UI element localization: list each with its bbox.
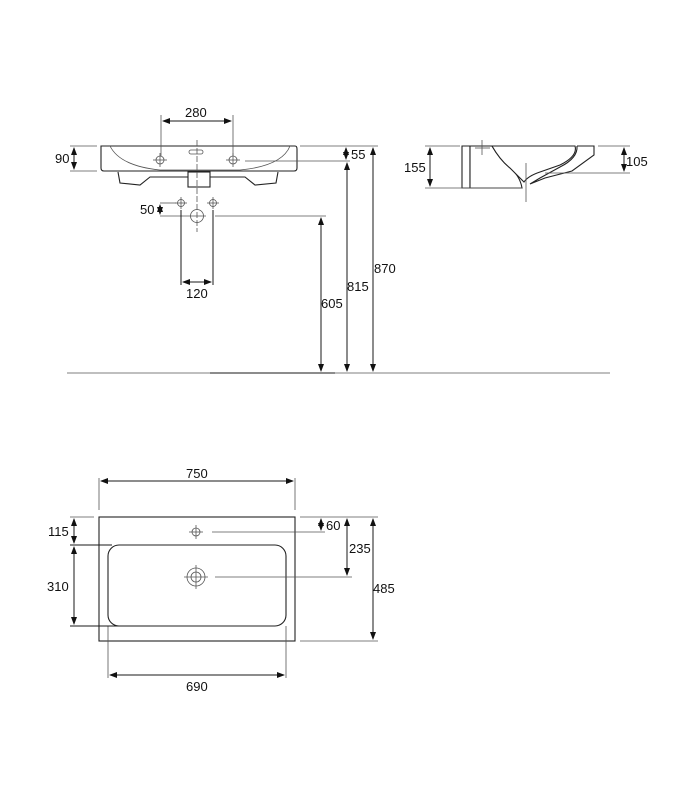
dim-rim-height: 90 (55, 151, 70, 166)
dim-overall-width: 750 (186, 466, 208, 481)
dim-tap-spacing: 280 (185, 105, 207, 120)
dim-side-bowl: 105 (626, 154, 648, 169)
waste-outlet-icon (188, 209, 206, 223)
side-view (425, 140, 630, 202)
dim-waste-height: 605 (321, 296, 343, 311)
dim-bowl-width: 690 (186, 679, 208, 694)
dim-wall-offset: 50 (140, 202, 155, 217)
dim-tap-offset: 55 (351, 147, 366, 162)
dim-bowl-depth: 310 (47, 579, 69, 594)
wall-connection-left-icon (175, 197, 187, 209)
dim-wall-spacing: 120 (186, 286, 208, 301)
dim-side-total: 155 (404, 160, 426, 175)
dim-waste-from-back: 235 (349, 541, 371, 556)
waste-top-icon (184, 565, 208, 589)
dim-total-height: 870 (374, 261, 396, 276)
tap-hole-left-icon (153, 153, 167, 167)
dim-rear-rim: 115 (48, 524, 69, 539)
dim-underside-height: 815 (347, 279, 369, 294)
dim-overall-depth: 485 (373, 581, 395, 596)
dim-tap-from-back: 60 (326, 518, 341, 533)
wall-connection-right-icon (207, 197, 219, 209)
tap-hole-top-icon (189, 525, 203, 539)
top-view (70, 478, 378, 678)
front-view (67, 115, 610, 374)
